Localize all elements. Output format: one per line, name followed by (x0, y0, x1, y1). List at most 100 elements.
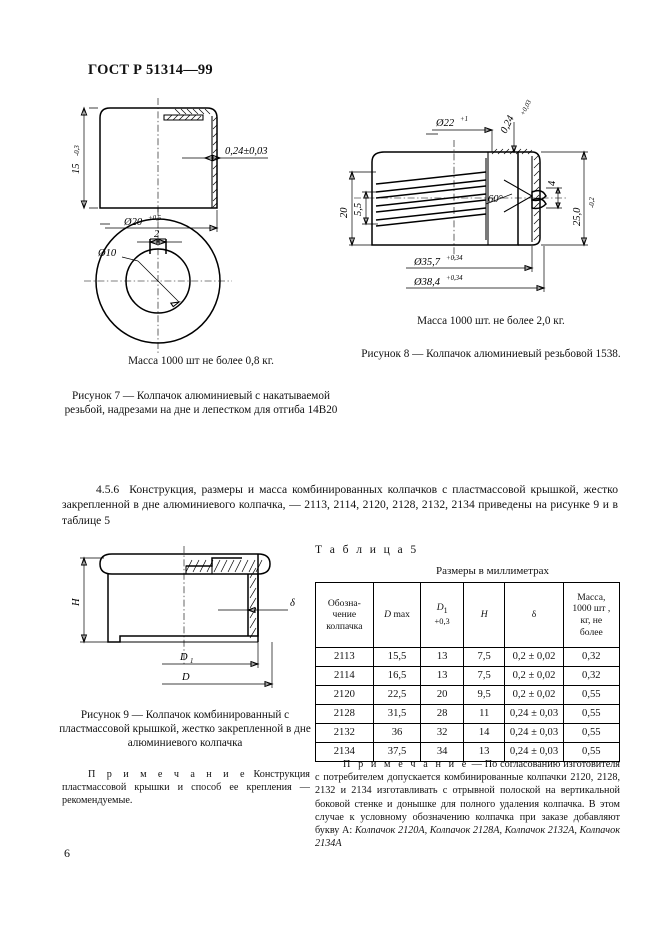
col-header-mass-l2: 1000 шт , (572, 603, 611, 615)
figure-9-caption-block: Рисунок 9 — Колпачок комбинированный с п… (58, 708, 312, 751)
col-header-dmax: D max (372, 582, 422, 648)
col-header-designation-l3: колпачка (326, 620, 363, 632)
table-cell: 32 (420, 723, 464, 743)
table-5-note: П р и м е ч а н и е — По согласованию из… (315, 758, 620, 850)
table-cell: 22,5 (372, 685, 422, 705)
svg-text:4: 4 (547, 180, 558, 186)
svg-text:D: D (181, 672, 190, 683)
col-header-mass-l3: кг, не (580, 615, 603, 626)
table-cell: 0,24 ± 0,03 (504, 723, 564, 743)
svg-text:+0,34: +0,34 (446, 255, 463, 262)
table-5-wrapper: Обозна- чение колпачка D max D1 +0,3 H (315, 582, 621, 762)
col-header-dmax-symbol: D (384, 609, 392, 621)
table-cell: 0,55 (562, 685, 621, 705)
table-cell: 2113 (315, 647, 374, 667)
figure-8-mass-note: Масса 1000 шт. не более 2,0 кг. (417, 315, 565, 327)
table-5-note-text: — По согласованию изготовителя с потреби… (315, 759, 620, 837)
table-cell: 31,5 (372, 704, 422, 724)
figure-9-note-label: П р и м е ч а н и е (88, 769, 247, 780)
table-5-note-label: П р и м е ч а н и е (343, 759, 469, 770)
figure-9-note-text: Конструкция пластмассовой крышки и спосо… (62, 769, 310, 807)
svg-text:-0,2: -0,2 (589, 197, 596, 208)
col-header-designation-l1: Обозна- (327, 597, 361, 609)
table-cell: 2120 (315, 685, 374, 705)
svg-text:Ø20: Ø20 (123, 217, 143, 228)
table-cell: 36 (372, 723, 422, 743)
table-cell: 11 (462, 704, 506, 724)
col-header-h: H (462, 582, 506, 648)
section-number: 4.5.6 (96, 483, 120, 496)
svg-text:Ø35,7: Ø35,7 (413, 257, 441, 268)
table-cell: 9,5 (462, 685, 506, 705)
svg-text:20: 20 (339, 207, 350, 218)
col-header-d1-sub: 1 (443, 605, 448, 615)
svg-text:+0,03: +0,03 (520, 98, 534, 116)
col-header-delta-symbol: δ (531, 609, 537, 621)
table-5-units: Размеры в миллиметрах (436, 565, 549, 577)
table-cell: 2114 (315, 666, 374, 686)
section-4-5-6: 4.5.6 Конструкция, размеры и масса комби… (62, 482, 618, 528)
table-cell: 20 (420, 685, 464, 705)
col-header-d1-tol: +0,3 (434, 617, 450, 627)
table-cell: 28 (420, 704, 464, 724)
figure-8-caption: Рисунок 8 — Колпачок алюминиевый резьбов… (361, 348, 621, 360)
figure-7-mass-note: Масса 1000 шт не более 0,8 кг. (128, 355, 274, 367)
table-cell: 13 (420, 647, 464, 667)
svg-text:25,0: 25,0 (572, 207, 583, 226)
page-number: 6 (64, 846, 70, 860)
svg-text:15: 15 (71, 164, 82, 175)
table-cell: 0,55 (562, 723, 621, 743)
col-header-mass: Масса, 1000 шт , кг, не более (562, 582, 621, 648)
col-header-d1: D1 +0,3 (420, 582, 464, 648)
table-cell: 37,5 (372, 742, 422, 762)
table-cell: 0,55 (562, 704, 621, 724)
table-cell: 2132 (315, 723, 374, 743)
table-5-title: Т а б л и ц а 5 (315, 543, 419, 556)
svg-text:Ø38,4: Ø38,4 (413, 277, 441, 288)
svg-text:60°: 60° (488, 194, 504, 205)
figure-8-drawing: 20 5,5 Ø22 +1 0,24 +0,03 60° 4 (336, 98, 636, 310)
table-cell: 14 (462, 723, 506, 743)
svg-text:-0,3: -0,3 (74, 145, 81, 156)
svg-text:δ: δ (290, 598, 296, 609)
figure-8-svg: 20 5,5 Ø22 +1 0,24 +0,03 60° 4 (339, 98, 596, 292)
figure-7-svg: 15 -0,3 Ø20 +0,5 0,24±0,03 (71, 98, 268, 354)
col-header-h-symbol: H (480, 609, 488, 621)
svg-text:5,5: 5,5 (353, 203, 364, 216)
figure-8-caption-block: Масса 1000 шт. не более 2,0 кг. Рисунок … (358, 315, 624, 361)
svg-text:D: D (179, 652, 188, 663)
table-cell: 0,32 (562, 647, 621, 667)
svg-text:+1: +1 (460, 116, 468, 123)
col-header-delta: δ (504, 582, 564, 648)
table-cell: 0,32 (562, 666, 621, 686)
figure-9-svg: H δ D 1 D (71, 546, 296, 688)
svg-text:1: 1 (190, 658, 193, 665)
table-cell: 7,5 (462, 647, 506, 667)
figure-9-caption: Рисунок 9 — Колпачок комбинированный с п… (59, 709, 311, 750)
col-header-dmax-qual: max (393, 609, 410, 621)
table-cell: 34 (420, 742, 464, 762)
col-header-d1-symbol: D (436, 601, 444, 613)
table-cell: 15,5 (372, 647, 422, 667)
svg-text:Ø22: Ø22 (435, 118, 455, 129)
svg-text:+0,34: +0,34 (446, 275, 463, 282)
col-header-designation: Обозна- чение колпачка (315, 582, 374, 648)
table-cell: 0,2 ± 0,02 (504, 666, 564, 686)
table-cell: 13 (420, 666, 464, 686)
figure-9-note: П р и м е ч а н и е Конструкция пластмас… (62, 768, 310, 808)
table-cell: 0,55 (562, 742, 621, 762)
figure-7-drawing: 15 -0,3 Ø20 +0,5 0,24±0,03 (62, 96, 324, 354)
table-cell: 7,5 (462, 666, 506, 686)
table-cell: 2128 (315, 704, 374, 724)
table-cell: 0,24 ± 0,03 (504, 704, 564, 724)
col-header-mass-l4: более (579, 626, 603, 638)
col-header-mass-l1: Масса, (577, 591, 606, 603)
table-cell: 16,5 (372, 666, 422, 686)
section-text: Конструкция, размеры и масса комбинирова… (62, 483, 618, 527)
